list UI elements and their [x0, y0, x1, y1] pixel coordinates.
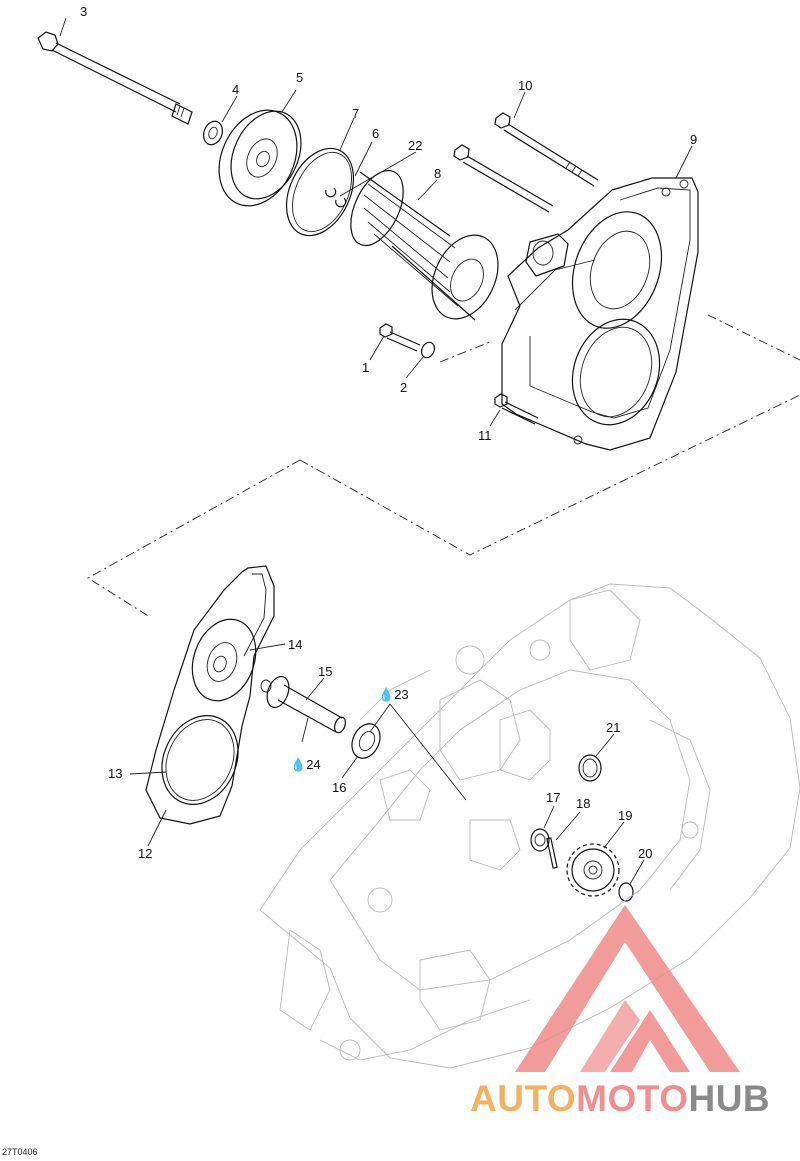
part-16-bearing: [351, 723, 381, 759]
part-1-bolt: [379, 323, 421, 352]
watermark-moto: MOTO: [576, 1078, 689, 1119]
part-11-bolt: [494, 393, 539, 425]
callout-1: 1: [362, 360, 369, 375]
part-4-washer: [202, 120, 224, 146]
figure-reference-code: 27T0406: [2, 1147, 38, 1157]
part-8-oil-filter: [350, 169, 499, 321]
assembly-guide-line: [87, 314, 800, 618]
part-20-circlip: [618, 882, 634, 902]
part-6-22-clips: [325, 187, 347, 208]
part-12-gasket: [145, 565, 275, 825]
callout-17: 17: [546, 790, 560, 805]
callout-10: 10: [518, 78, 532, 93]
callout-6: 6: [372, 126, 379, 141]
part-bolt-middle: [453, 144, 554, 213]
callout-18: 18: [576, 796, 590, 811]
callout-13: 13: [108, 766, 122, 781]
callout-15: 15: [318, 664, 332, 679]
part-21-ring: [578, 754, 602, 782]
part-19-gear: [566, 843, 620, 897]
callout-7: 7: [352, 106, 359, 121]
callout-3: 3: [80, 4, 87, 19]
callout-2: 2: [400, 380, 407, 395]
callout-4: 4: [232, 82, 239, 97]
part-2-washer: [420, 341, 436, 359]
part-10-bolt: [494, 112, 599, 187]
watermark-logo: [515, 905, 740, 1072]
callout-12: 12: [138, 846, 152, 861]
part-15-pump-shaft: [260, 675, 347, 734]
callout-24: 💧24: [290, 757, 321, 772]
callout-14: 14: [288, 637, 302, 652]
part-7-o-ring: [285, 147, 355, 237]
callout-16: 16: [332, 780, 346, 795]
part-18-pin: [546, 837, 558, 869]
callout-23: 💧23: [378, 687, 409, 702]
engine-crankcase-outline: [259, 583, 800, 1069]
part-5-filter-cover: [218, 109, 302, 207]
part-3-long-bolt: [37, 31, 193, 125]
callout-9: 9: [690, 132, 697, 147]
part-9-oil-filter-housing: [501, 177, 699, 451]
leader-lines: [59, 17, 693, 885]
callout-21: 21: [606, 720, 620, 735]
watermark-text: AUTOMOTOHUB: [470, 1078, 770, 1120]
callout-20: 20: [638, 846, 652, 861]
callout-11: 11: [478, 428, 492, 443]
callout-8: 8: [434, 166, 441, 181]
watermark-hub: HUB: [688, 1078, 771, 1119]
callout-5: 5: [296, 70, 303, 85]
callout-19: 19: [618, 808, 632, 823]
part-14-pump-cover: [191, 618, 257, 702]
watermark-auto: AUTO: [470, 1078, 577, 1119]
callout-22: 22: [408, 138, 422, 153]
part-17-washer: [530, 828, 550, 852]
